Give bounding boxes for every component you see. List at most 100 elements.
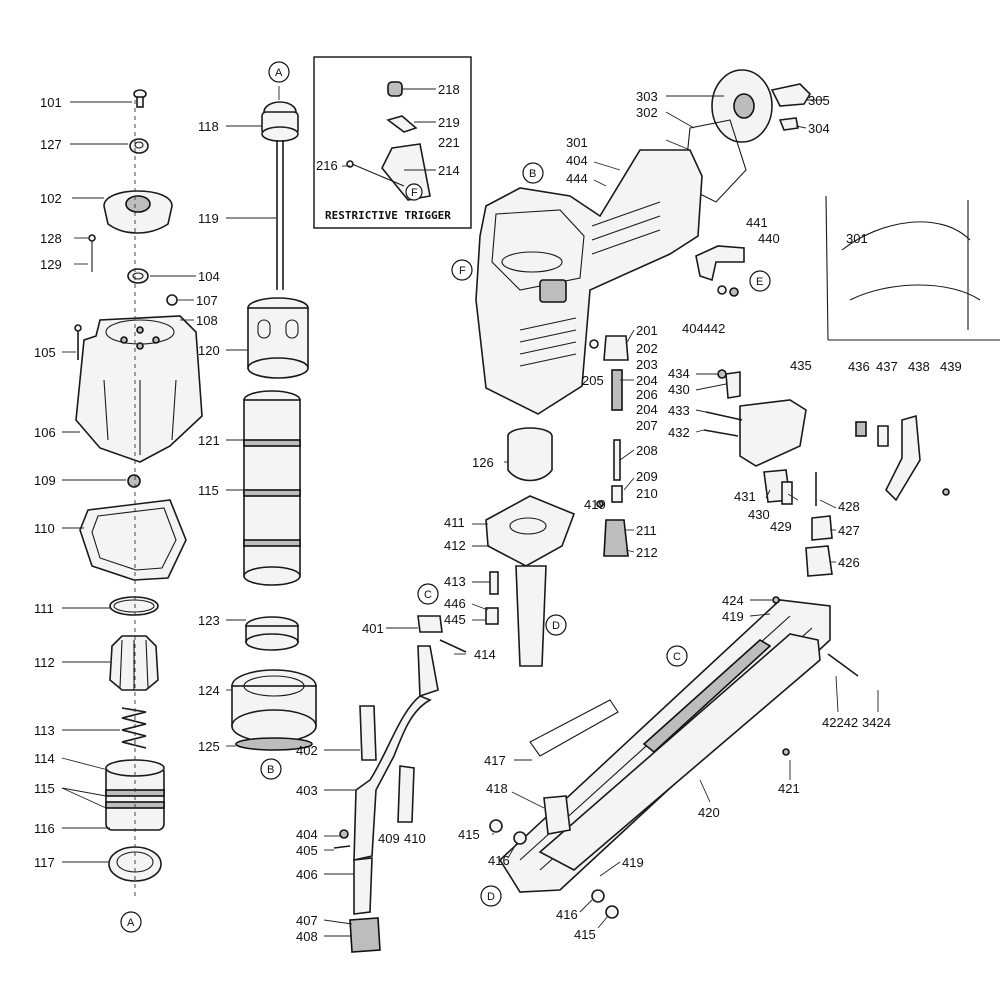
label-119: 119 bbox=[198, 211, 219, 226]
part-402-spring bbox=[359, 705, 377, 761]
part-418-guide bbox=[543, 795, 571, 835]
label-432: 432 bbox=[668, 425, 690, 440]
label-433: 433 bbox=[668, 403, 690, 418]
part-430-lever bbox=[725, 371, 741, 399]
right-inset-label: 301 bbox=[846, 231, 868, 246]
label-209: 209 bbox=[636, 469, 658, 484]
label-405: 405 bbox=[296, 843, 318, 858]
part-432-pin bbox=[703, 429, 739, 437]
part-109-nut bbox=[127, 474, 141, 488]
label-436: 436 bbox=[848, 359, 870, 374]
label-120: 120 bbox=[198, 343, 220, 358]
label-437: 437 bbox=[876, 359, 898, 374]
label-412: 412 bbox=[444, 538, 466, 553]
part-112-head-valve bbox=[109, 635, 159, 691]
part-419-pin bbox=[596, 500, 604, 508]
label-424: 424 bbox=[722, 593, 744, 608]
label-121: 121 bbox=[198, 433, 220, 448]
label-414: 414 bbox=[474, 647, 496, 662]
label-102: 102 bbox=[40, 191, 62, 206]
part-204-stem bbox=[611, 369, 623, 411]
label-434: 434 bbox=[668, 366, 690, 381]
left-assembly bbox=[74, 89, 203, 900]
part-110-gasket bbox=[79, 499, 187, 581]
contact-arm-assembly bbox=[333, 615, 467, 953]
part-409-plate bbox=[397, 765, 415, 823]
part-413-pin bbox=[489, 571, 499, 595]
part-121-cylinder bbox=[243, 390, 301, 586]
part-440-bracket bbox=[695, 245, 745, 282]
label-302: 302 bbox=[636, 105, 658, 120]
label-418: 418 bbox=[486, 781, 508, 796]
label-115-mid: 115 bbox=[198, 483, 219, 498]
label-101: 101 bbox=[40, 95, 62, 110]
label-107: 107 bbox=[196, 293, 218, 308]
label-407: 407 bbox=[296, 913, 318, 928]
marker-c-left: C bbox=[424, 589, 432, 601]
label-444: 444 bbox=[566, 171, 588, 186]
part-120-bumper bbox=[247, 297, 309, 379]
part-107-bolt bbox=[166, 294, 178, 306]
label-419-mid: 419 bbox=[584, 497, 606, 512]
label-416-a: 416 bbox=[488, 853, 510, 868]
part-126-bumper bbox=[507, 427, 553, 482]
part-209-spring bbox=[611, 485, 623, 503]
label-402: 402 bbox=[296, 743, 318, 758]
marker-e-right: E bbox=[756, 276, 763, 288]
label-411: 411 bbox=[444, 515, 465, 530]
part-pusher bbox=[642, 639, 772, 754]
label-435: 435 bbox=[790, 358, 812, 373]
label-305: 305 bbox=[808, 93, 830, 108]
part-201-cap bbox=[603, 335, 629, 361]
label-446: 446 bbox=[444, 596, 466, 611]
label-416-b: 416 bbox=[556, 907, 578, 922]
label-428: 428 bbox=[838, 499, 860, 514]
label-303: 303 bbox=[636, 89, 658, 104]
label-427: 427 bbox=[838, 523, 860, 538]
part-424-pin bbox=[772, 596, 780, 604]
label-3424: 3424 bbox=[862, 715, 891, 730]
part-125-o-ring bbox=[235, 737, 313, 751]
part-301-housing bbox=[475, 149, 703, 415]
part-406-arm bbox=[353, 857, 373, 915]
label-207: 207 bbox=[636, 418, 658, 433]
label-404442: 404442 bbox=[682, 321, 725, 336]
label-304: 304 bbox=[808, 121, 830, 136]
label-410: 410 bbox=[404, 831, 426, 846]
label-202: 202 bbox=[636, 341, 658, 356]
marker-d-left: D bbox=[487, 891, 495, 903]
label-212: 212 bbox=[636, 545, 658, 560]
label-445: 445 bbox=[444, 612, 466, 627]
label-429: 429 bbox=[770, 519, 792, 534]
marker-b-bottom: B bbox=[267, 764, 274, 776]
part-433-pin bbox=[705, 411, 743, 421]
label-126: 126 bbox=[472, 455, 494, 470]
label-112: 112 bbox=[34, 655, 55, 670]
part-303-end-cap bbox=[711, 69, 773, 143]
label-105: 105 bbox=[34, 345, 56, 360]
label-415-b: 415 bbox=[574, 927, 596, 942]
label-421: 421 bbox=[778, 781, 800, 796]
label-440: 440 bbox=[758, 231, 780, 246]
part-102-cap bbox=[103, 190, 173, 234]
part-439-pin bbox=[942, 488, 950, 496]
part-113-spring bbox=[121, 707, 147, 749]
callout-labels: 101 127 102 128 129 104 107 108 105 106 … bbox=[34, 82, 962, 944]
label-125: 125 bbox=[198, 739, 220, 754]
marker-a-bottom: A bbox=[127, 917, 135, 929]
inset-label-221: 221 bbox=[438, 135, 460, 150]
inset-title: RESTRICTIVE TRIGGER bbox=[325, 209, 451, 222]
label-403: 403 bbox=[296, 783, 318, 798]
part-124-base bbox=[231, 669, 317, 751]
label-426: 426 bbox=[838, 555, 860, 570]
label-438: 438 bbox=[908, 359, 930, 374]
marker-b-top: B bbox=[529, 168, 536, 180]
part-411-plate bbox=[485, 495, 576, 567]
label-415-a: 415 bbox=[458, 827, 480, 842]
label-127: 127 bbox=[40, 137, 62, 152]
part-104-seal bbox=[127, 268, 149, 284]
label-206: 206 bbox=[636, 387, 658, 402]
leader-lines bbox=[61, 95, 879, 937]
label-108: 108 bbox=[196, 313, 218, 328]
